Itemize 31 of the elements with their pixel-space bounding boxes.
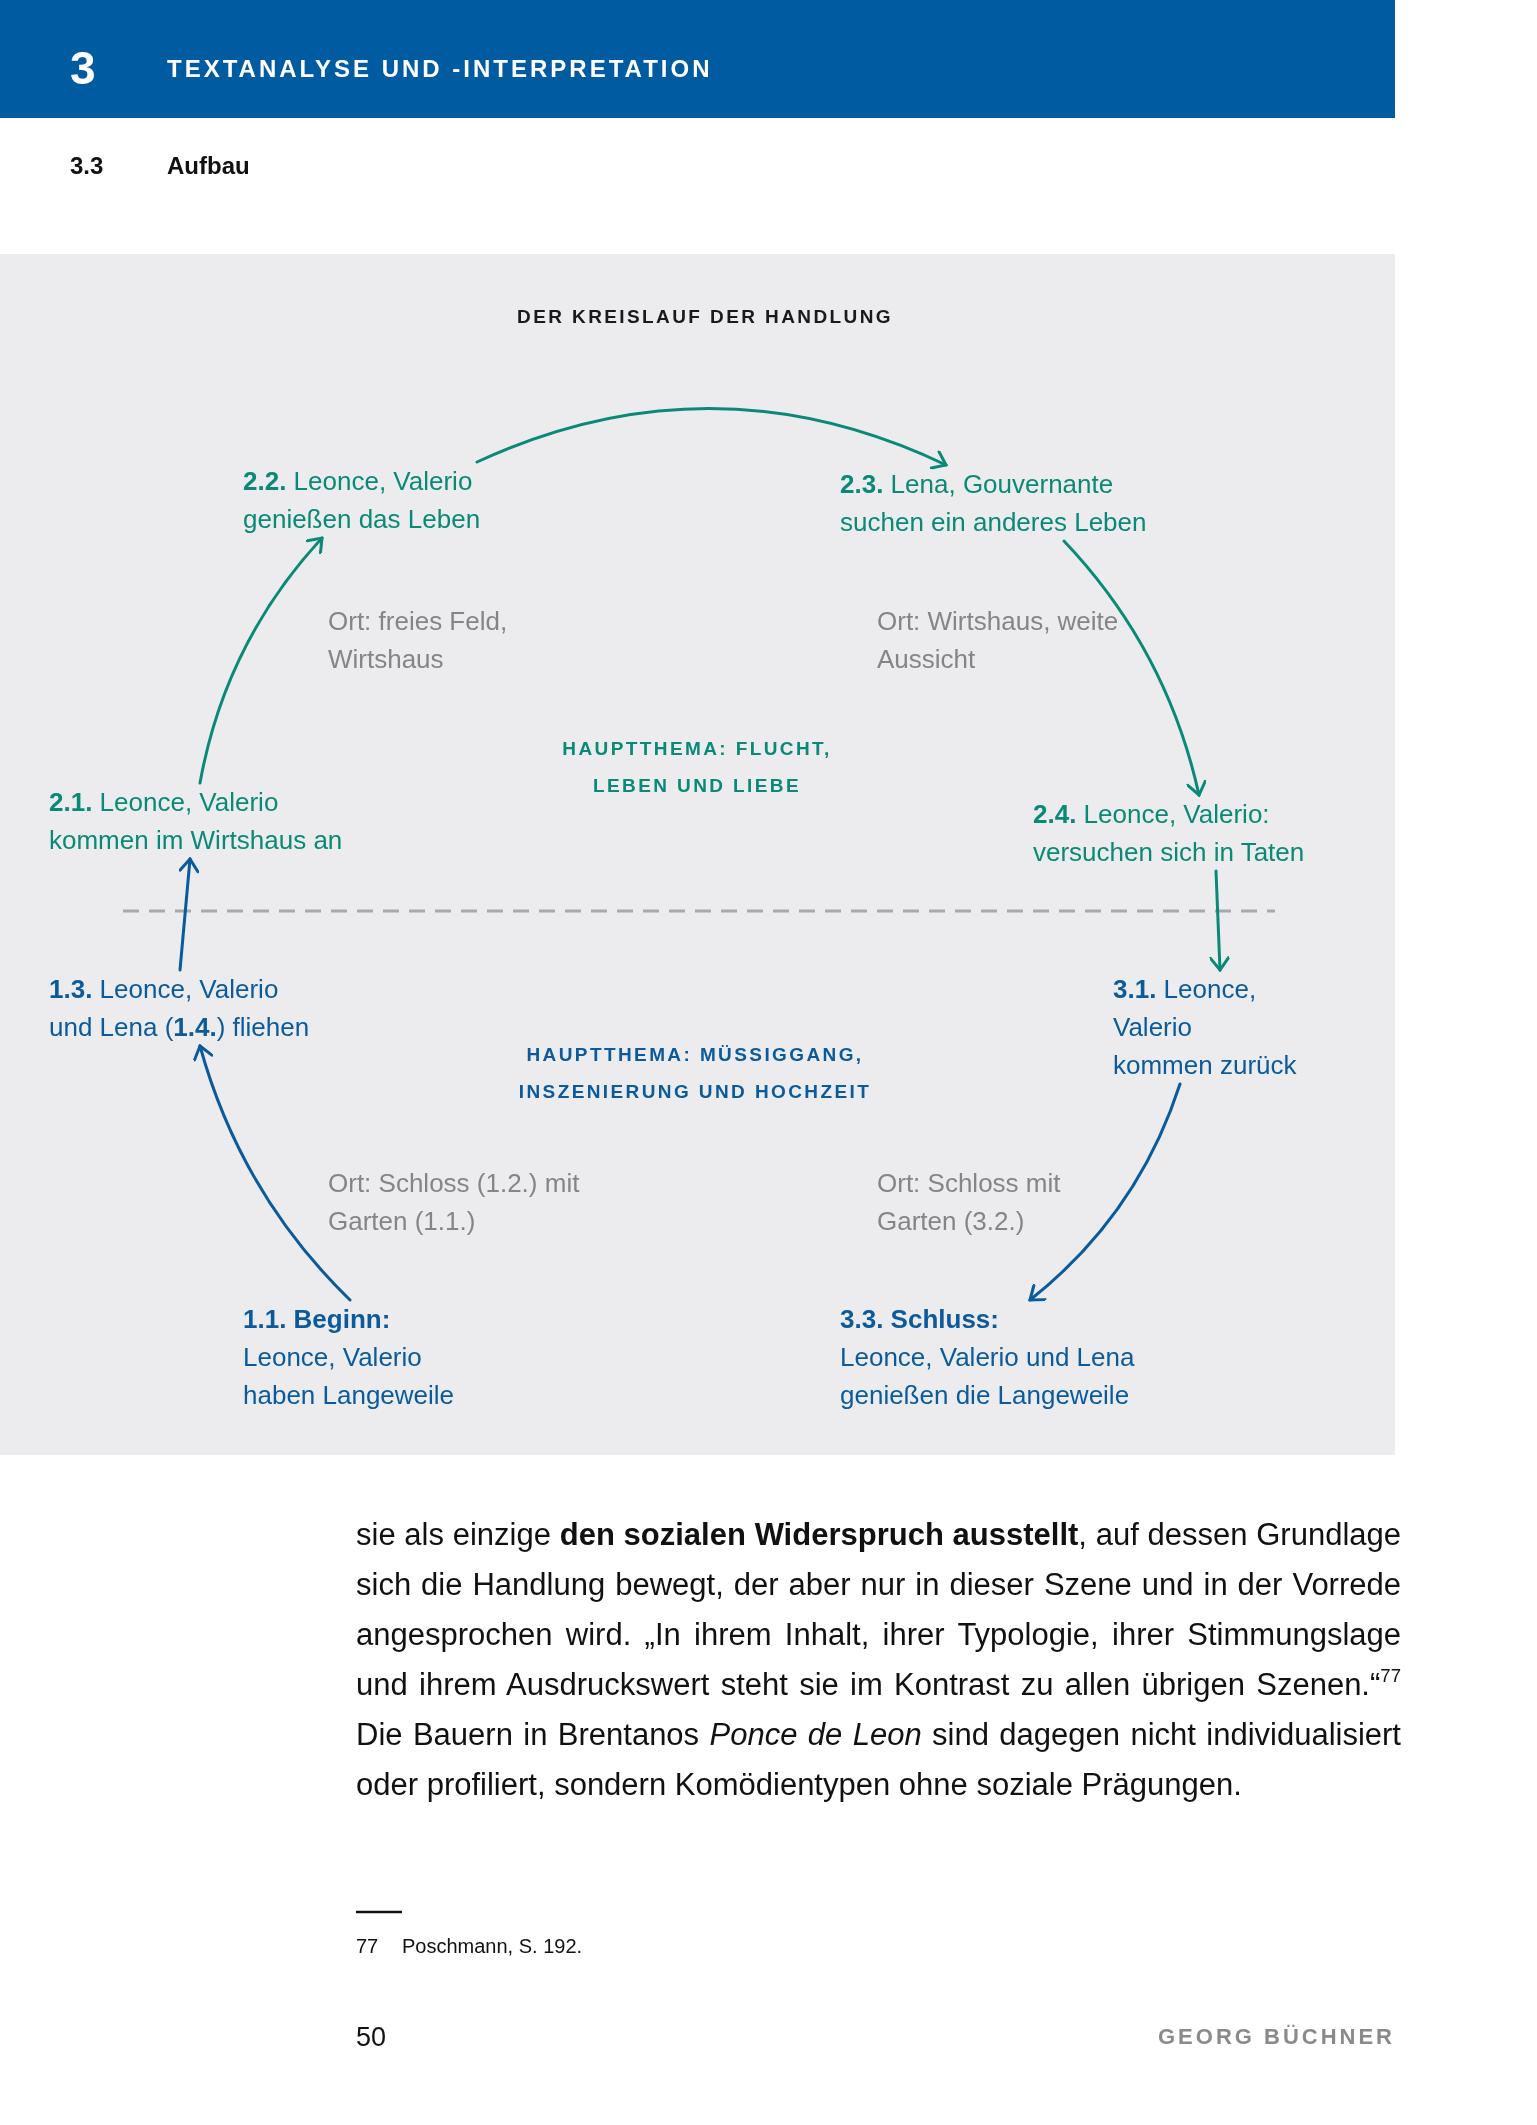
arrow <box>178 857 200 972</box>
scene-text: 1.3. Leonce, Valerio und Lena (1.4.) fliehen <box>49 970 349 1046</box>
body-paragraph: sie als einzige den sozialen Widerspruch ausstellt, auf dessen Grundlage sich die Handlung bewegt, der aber nur in dieser Szene und in der Vorrede angesprochen wird. „In ihrem Inhalt, ihrer Typologie, ihrer Stimmungslage und ihrem Ausdruckswert steht sie im Kontrast zu allen übrigen Szenen.“$^{77}$ Die Bauern in Brentanos Ponce de Leon sind dagegen nicht individualisiert oder profiliert, sondern Komödientypen ohne soziale Prägungen. <box>356 1516 1401 1804</box>
arrow <box>198 536 324 785</box>
location-note: Ort: Schloss mit Garten (3.2.) <box>877 1167 1062 1238</box>
arrow <box>1028 1082 1182 1302</box>
location-note: Ort: Wirtshaus, weite Aussicht <box>877 605 1120 676</box>
location-note: Ort: freies Feld, Wirtshaus <box>328 605 509 676</box>
location-note: Ort: Schloss (1.2.) mit Garten (1.1.) <box>328 1167 581 1238</box>
section-title: Aufbau <box>167 151 251 181</box>
running-footer: GEORG BÜCHNER <box>995 2022 1395 2052</box>
scene-text: 2.1. Leonce, Valerio kommen im Wirtshaus an <box>49 783 354 859</box>
footnote-number: 77 <box>356 1934 380 1959</box>
scene-text: 2.2. Leonce, Valerio genießen das Leben <box>243 462 508 538</box>
arrow <box>193 1044 352 1302</box>
chapter-number: 3 <box>70 41 97 96</box>
scene-text: 1.1. Beginn: Leonce, Valerio haben Langeweile <box>243 1300 503 1414</box>
theme-label: HAUPTTHEMA: FLUCHT, LEBEN UND LIEBE <box>561 737 833 798</box>
scene-text: 3.1. Leonce, Valerio kommen zurück <box>1113 970 1333 1084</box>
arrow <box>475 407 948 470</box>
theme-label: HAUPTTHEMA: MÜSSIGGANG, INSZENIERUNG UND HOCHZEIT <box>517 1043 873 1104</box>
scene-text: 3.3. Schluss: Leonce, Valerio und Lena genießen die Langeweile <box>840 1300 1180 1414</box>
diagram-title: DER KREISLAUF DER HANDLUNG <box>516 305 894 329</box>
scene-text: 2.3. Lena, Gouvernante suchen ein anderes Leben <box>840 465 1160 541</box>
footnote-text: Poschmann, S. 192. <box>402 1934 584 1959</box>
section-number: 3.3 <box>70 151 105 181</box>
scene-text: 2.4. Leonce, Valerio: versuchen sich in Taten <box>1033 795 1343 871</box>
page-number: 50 <box>356 2021 388 2054</box>
arrow <box>1209 869 1230 972</box>
chapter-title: TEXTANALYSE UND -INTERPRETATION <box>167 54 714 84</box>
arrow <box>1062 539 1207 797</box>
